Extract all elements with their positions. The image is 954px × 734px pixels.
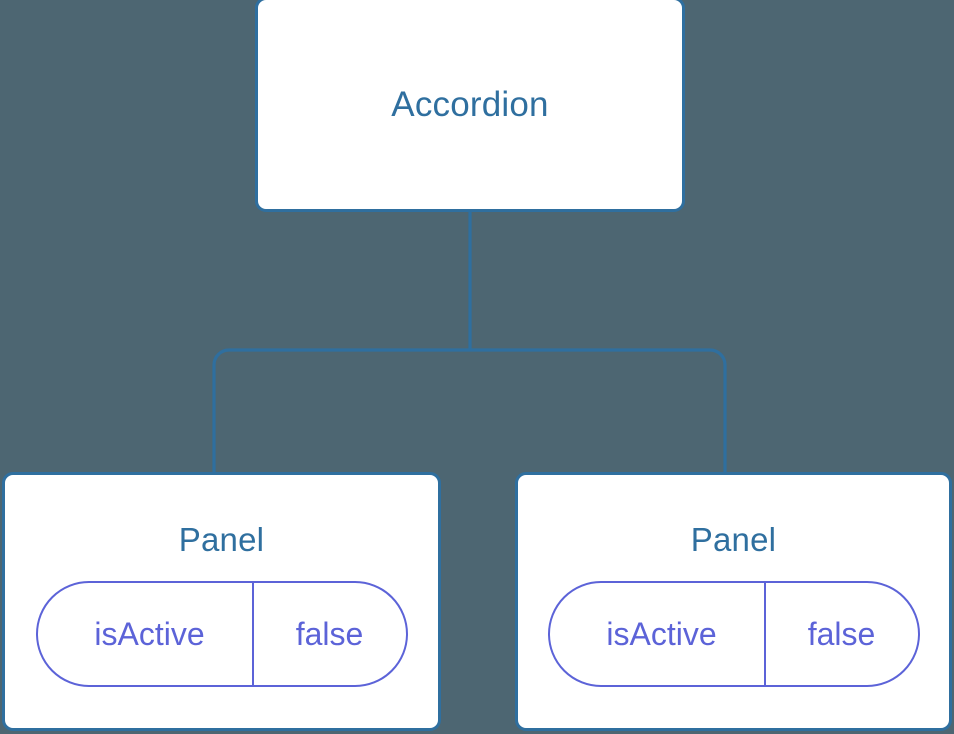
node-panel-2-label: Panel — [690, 521, 777, 558]
prop-key: isActive — [606, 616, 717, 652]
node-panel-1[interactable]: Panel isActive false — [2, 472, 441, 731]
node-panel-1-prop-isactive[interactable]: isActive false — [35, 581, 408, 687]
node-panel-1-label: Panel — [178, 521, 265, 558]
prop-value: false — [763, 583, 918, 685]
node-accordion[interactable]: Accordion — [255, 0, 685, 212]
prop-value: false — [251, 583, 406, 685]
edge-root-to-panel-1 — [212, 348, 470, 474]
node-accordion-label: Accordion — [391, 85, 549, 124]
edge-root-to-panel-2 — [470, 348, 727, 474]
node-panel-2[interactable]: Panel isActive false — [515, 472, 952, 731]
node-panel-2-prop-isactive[interactable]: isActive false — [547, 581, 920, 687]
prop-key: isActive — [94, 616, 205, 652]
